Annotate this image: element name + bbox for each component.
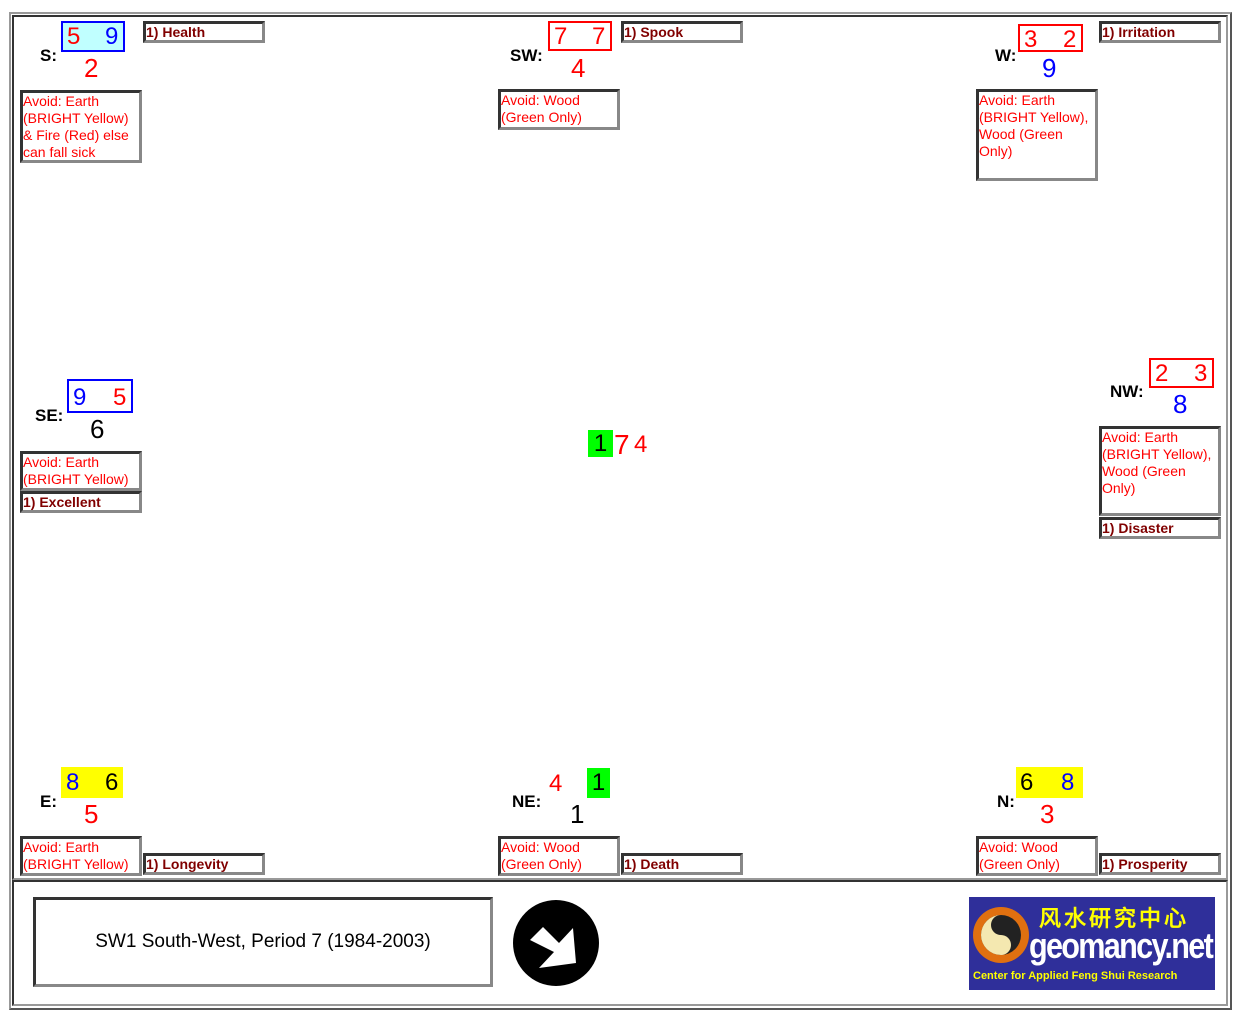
water-star: 8 — [1061, 769, 1075, 796]
palace-label-nw: NW: — [1110, 382, 1144, 401]
palace-label-n: N: — [997, 792, 1015, 811]
logo-tagline: Center for Applied Feng Shui Research — [973, 970, 1178, 982]
center-star-2: 7 — [614, 429, 630, 460]
mountain-star: 5 — [67, 23, 81, 50]
mountain-star: 6 — [1020, 769, 1034, 796]
remark-n: 1) Prosperity — [1099, 853, 1221, 875]
avoid-box-ne: Avoid: Wood (Green Only) — [498, 836, 620, 876]
avoid-box-w: Avoid: Earth (BRIGHT Yellow), Wood (Gree… — [976, 89, 1098, 181]
palace-label-sw: SW: — [510, 46, 543, 65]
palace-label-s: S: — [40, 46, 57, 65]
base-star-w: 9 — [1042, 53, 1057, 83]
water-star: 5 — [113, 384, 127, 411]
center-star-1: 1 — [588, 430, 613, 457]
remark-ne: 1) Death — [621, 853, 743, 875]
palace-label-ne: NE: — [512, 792, 542, 811]
avoid-box-sw: Avoid: Wood (Green Only) — [498, 89, 620, 130]
palace-label-se: SE: — [35, 406, 64, 425]
mountain-star: 7 — [554, 23, 568, 50]
outer-frame — [9, 12, 1232, 1010]
chart-title: SW1 South-West, Period 7 (1984-2003) — [33, 897, 493, 987]
avoid-box-s: Avoid: Earth (BRIGHT Yellow) & Fire (Red… — [20, 90, 142, 163]
avoid-box-e: Avoid: Earth (BRIGHT Yellow) — [20, 836, 142, 876]
remark-w: 1) Irritation — [1099, 21, 1221, 43]
base-star-n: 3 — [1040, 799, 1055, 829]
geomancy-logo[interactable]: 风水研究中心 geomancy.net Center for Applied F… — [969, 897, 1215, 990]
flying-star-chart — [12, 15, 1228, 880]
avoid-box-n: Avoid: Wood (Green Only) — [976, 836, 1098, 876]
base-star-se: 6 — [90, 414, 105, 444]
water-star: 3 — [1194, 360, 1208, 387]
center-star-3: 4 — [634, 431, 648, 458]
remark-nw: 1) Disaster — [1099, 517, 1221, 539]
base-star-s: 2 — [84, 53, 99, 83]
avoid-box-nw: Avoid: Earth (BRIGHT Yellow), Wood (Gree… — [1099, 426, 1221, 516]
mountain-star: 9 — [73, 384, 87, 411]
yin-yang-icon — [973, 907, 1029, 963]
mountain-star: 3 — [1024, 26, 1038, 53]
water-star: 9 — [105, 23, 119, 50]
remark-sw: 1) Spook — [621, 21, 743, 43]
palace-label-w: W: — [995, 46, 1017, 65]
mountain-star: 8 — [66, 769, 80, 796]
base-star-ne: 1 — [570, 799, 585, 829]
palace-label-e: E: — [40, 792, 57, 811]
water-star: 6 — [105, 769, 119, 796]
base-star-sw: 4 — [571, 53, 586, 83]
logo-chinese: 风水研究中心 — [1039, 906, 1190, 931]
base-star-nw: 8 — [1173, 389, 1188, 419]
water-star-ne: 1 — [587, 768, 610, 798]
remark-se: 1) Excellent — [20, 491, 142, 513]
remark-s: 1) Health — [143, 21, 265, 43]
logo-name: geomancy.net — [1029, 925, 1214, 966]
footer-panel — [12, 880, 1228, 1006]
base-star-e: 5 — [84, 799, 99, 829]
mountain-star-ne: 4 — [549, 770, 563, 797]
remark-e: 1) Longevity — [143, 853, 265, 875]
water-star: 2 — [1063, 26, 1077, 53]
water-star: 7 — [592, 23, 606, 50]
mountain-star: 2 — [1155, 360, 1169, 387]
arrow-down-right-icon — [513, 900, 599, 991]
avoid-box-se: Avoid: Earth (BRIGHT Yellow) — [20, 451, 142, 491]
